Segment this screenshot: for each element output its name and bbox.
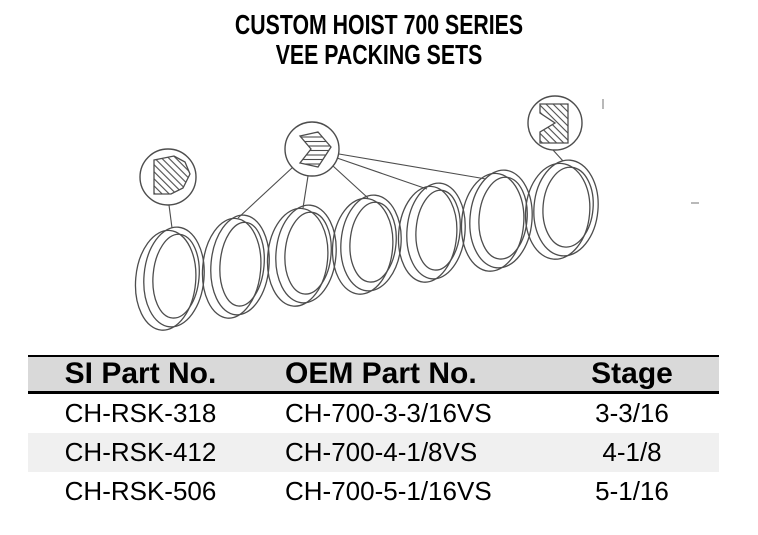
leader-line bbox=[237, 166, 294, 219]
title-line-1: CUSTOM HOIST 700 SERIES bbox=[234, 9, 524, 40]
packing-ring bbox=[201, 214, 270, 319]
si-part-no-cell: CH-RSK-506 bbox=[64, 476, 217, 506]
table-header-row: SI Part No. OEM Part No. Stage bbox=[28, 355, 719, 394]
stage-cell: 3-3/16 bbox=[595, 398, 669, 428]
title-line-2: VEE PACKING SETS bbox=[275, 39, 483, 70]
vee-ring-cross-section-icon bbox=[298, 131, 332, 168]
oem-part-no-cell: CH-700-3-3/16VS bbox=[285, 398, 492, 428]
packing-ring bbox=[524, 159, 599, 260]
col-header-oem-part-no: OEM Part No. bbox=[253, 355, 545, 394]
packing-rings-group bbox=[134, 159, 599, 331]
scan-artifacts bbox=[602, 99, 699, 204]
table-row: CH-RSK-412 CH-700-4-1/8VS 4-1/8 bbox=[28, 433, 719, 472]
vee-packing-diagram bbox=[134, 95, 699, 331]
stage-cell: 4-1/8 bbox=[602, 437, 662, 467]
packing-ring bbox=[397, 182, 466, 283]
female-adapter-callout bbox=[527, 95, 583, 151]
leader-line bbox=[332, 165, 369, 199]
male-adapter-callout bbox=[139, 148, 197, 206]
leader-line bbox=[168, 204, 173, 229]
table-row: CH-RSK-506 CH-700-5-1/16VS 5-1/16 bbox=[28, 472, 719, 511]
packing-ring bbox=[266, 204, 337, 307]
si-part-no-cell: CH-RSK-318 bbox=[64, 398, 217, 428]
packing-ring bbox=[134, 226, 205, 331]
oem-part-no-cell: CH-700-5-1/16VS bbox=[285, 476, 492, 506]
leader-line bbox=[336, 157, 428, 190]
leader-line bbox=[302, 175, 309, 209]
parts-table: SI Part No. OEM Part No. Stage CH-RSK-31… bbox=[28, 355, 719, 511]
stage-cell: 5-1/16 bbox=[595, 476, 669, 506]
col-header-si-part-no: SI Part No. bbox=[28, 355, 253, 394]
oem-part-no-cell: CH-700-4-1/8VS bbox=[285, 437, 478, 467]
female-adapter-cross-section-icon bbox=[539, 103, 569, 144]
packing-ring bbox=[331, 194, 402, 295]
male-adapter-cross-section-icon bbox=[153, 155, 191, 195]
packing-ring bbox=[460, 169, 533, 272]
si-part-no-cell: CH-RSK-412 bbox=[64, 437, 217, 467]
vee-ring-callout bbox=[284, 121, 340, 177]
leader-lines-group bbox=[168, 149, 564, 229]
col-header-stage: Stage bbox=[545, 355, 719, 394]
table-row: CH-RSK-318 CH-700-3-3/16VS 3-3/16 bbox=[28, 393, 719, 434]
callouts-group bbox=[139, 95, 583, 206]
leader-line bbox=[338, 153, 487, 180]
leader-line bbox=[552, 149, 564, 162]
page-title: CUSTOM HOIST 700 SERIES VEE PACKING SETS bbox=[91, 10, 667, 70]
